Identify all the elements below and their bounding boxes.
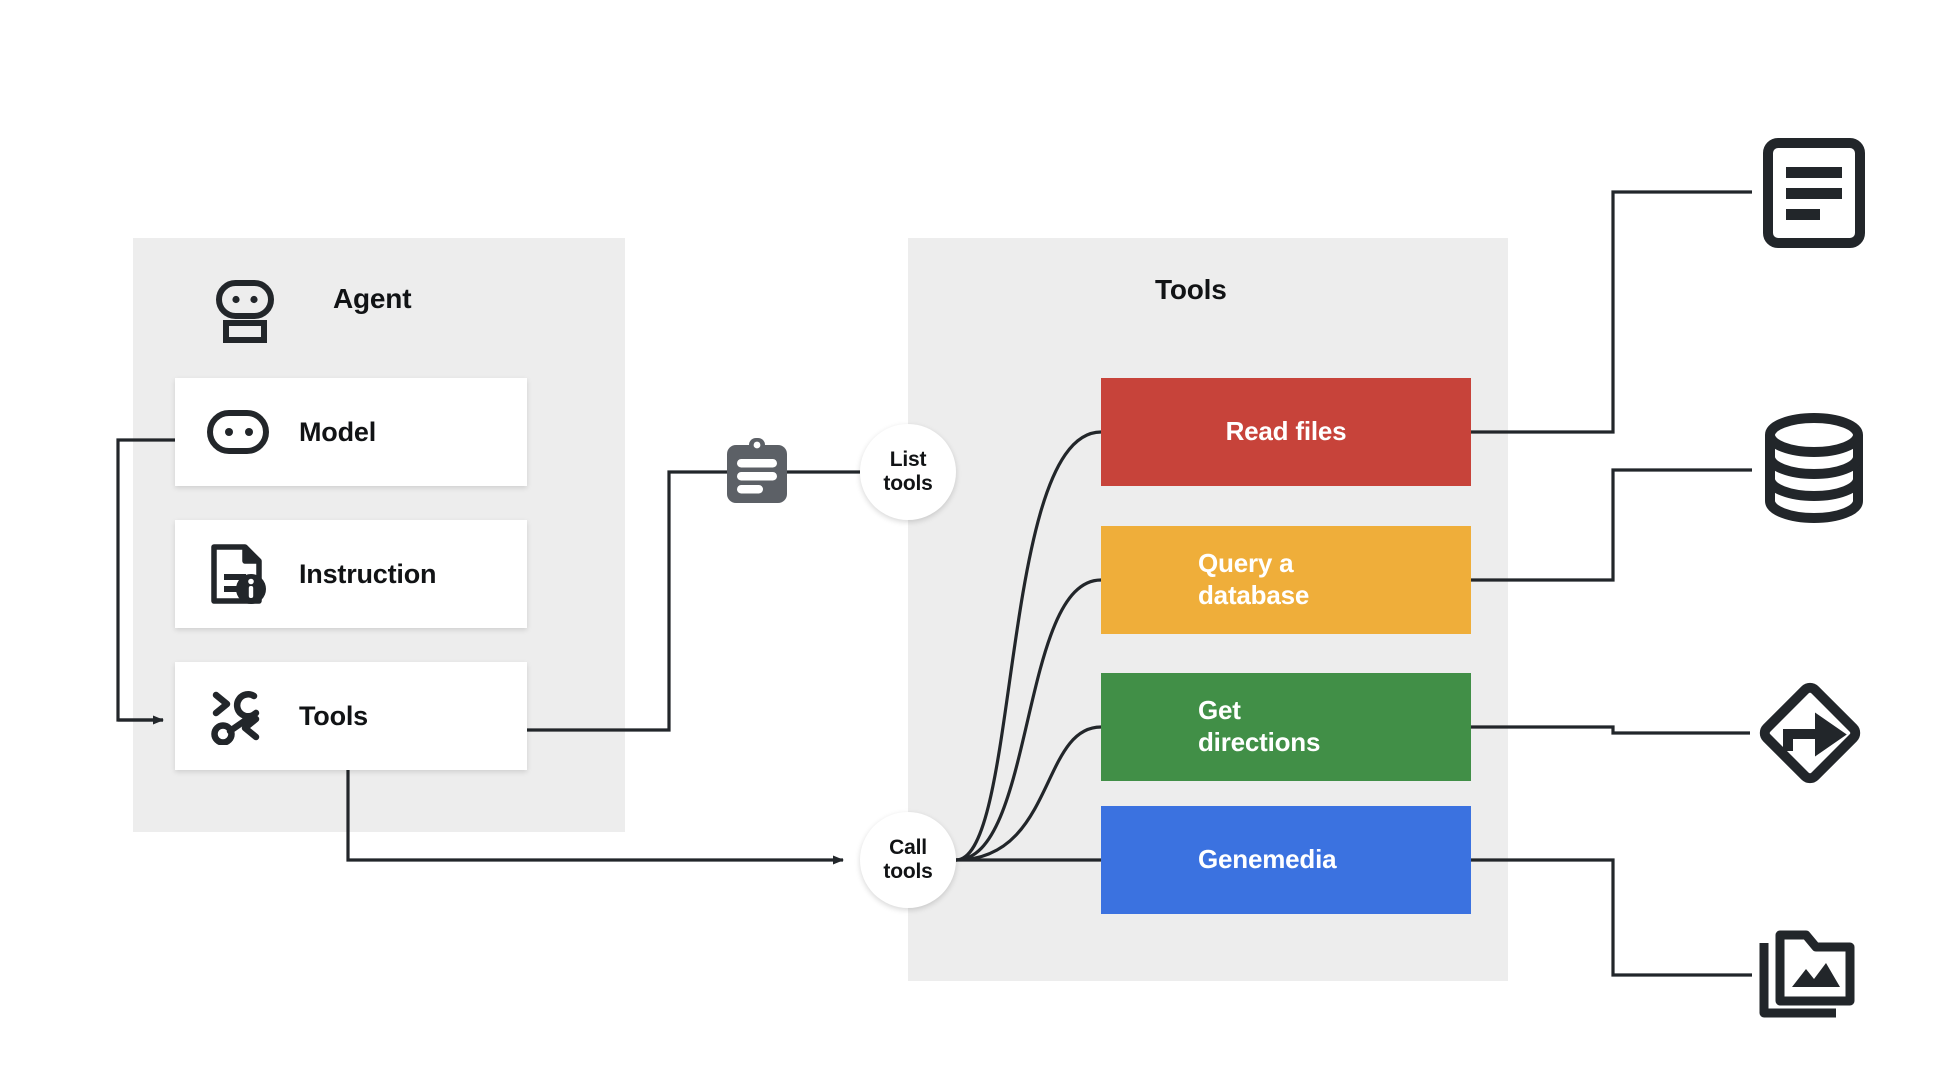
tool-box-read-files-label: Read files: [1225, 416, 1347, 447]
tool-box-query-database[interactable]: Query a database: [1101, 526, 1471, 634]
agent-panel-title: Agent: [333, 283, 412, 314]
document-icon: [1763, 138, 1865, 248]
tool-box-get-directions[interactable]: Get directions: [1101, 673, 1471, 781]
tool-box-get-directions-label: Get directions: [1198, 695, 1321, 757]
robot-head-icon: [207, 401, 269, 463]
edge-node-call-tools[interactable]: Call tools: [860, 812, 956, 908]
tools-panel-title: Tools: [1155, 274, 1227, 305]
agent-card-tools-label: Tools: [299, 700, 368, 731]
clipboard-icon: [727, 438, 787, 503]
robot-icon: [216, 280, 274, 343]
wire-read-files-to-document: [1471, 190, 1752, 434]
wrench-code-icon: [207, 685, 269, 747]
media-folder-icon: [1759, 930, 1855, 1018]
agent-card-tools[interactable]: Tools: [175, 662, 527, 770]
wire-directions-to-sign: [1471, 725, 1750, 735]
wire-genemedia-to-media: [1471, 858, 1752, 977]
directions-icon: [1759, 682, 1861, 784]
agent-card-instruction-label: Instruction: [299, 558, 437, 589]
tool-box-genemedia[interactable]: Genemedia: [1101, 806, 1471, 914]
agent-card-model-label: Model: [299, 416, 376, 447]
agent-card-instruction[interactable]: Instruction: [175, 520, 527, 628]
wire-query-db-to-database: [1471, 468, 1752, 582]
edge-node-call-tools-label: Call tools: [883, 835, 933, 883]
tool-box-read-files[interactable]: Read files: [1101, 378, 1471, 486]
edge-node-list-tools-label: List tools: [883, 447, 933, 495]
edge-node-list-tools[interactable]: List tools: [860, 424, 956, 520]
tool-box-genemedia-label: Genemedia: [1198, 844, 1337, 875]
tool-box-query-database-label: Query a database: [1198, 548, 1310, 610]
database-icon: [1765, 413, 1863, 523]
agent-card-model[interactable]: Model: [175, 378, 527, 486]
document-info-icon: [207, 543, 269, 605]
